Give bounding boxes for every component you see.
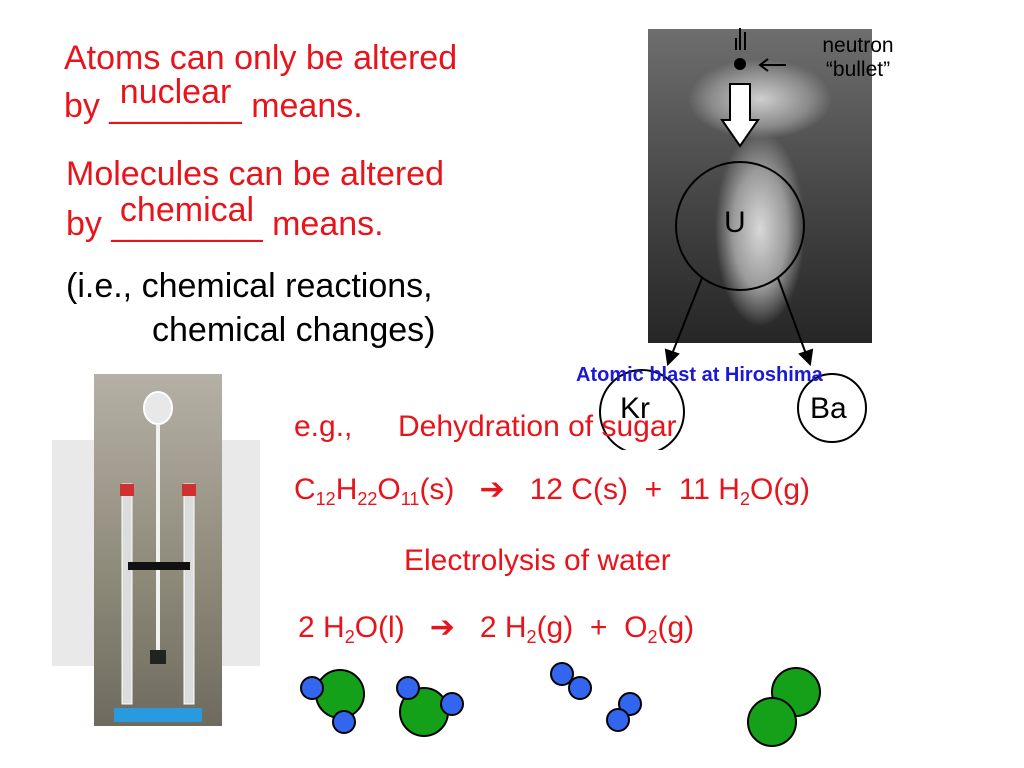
hiroshima-caption: Atomic blast at Hiroshima [576, 364, 823, 386]
reaction-arrow-icon: ➔ [479, 473, 505, 506]
barium-nucleus-icon [797, 373, 867, 443]
sugar-equation: C12H22O11(s) ➔ 12 C(s) + 11 H2O(g) [294, 473, 810, 509]
neutron-dot-icon [734, 58, 746, 70]
krypton-symbol: Kr [620, 392, 650, 425]
hydrogen-molecule-2-icon [606, 692, 642, 732]
atoms-means: means. [251, 87, 363, 125]
atoms-answer: nuclear [119, 73, 232, 111]
fission-diagram [599, 28, 867, 450]
molecules-line-2: by chemical________ means. [66, 191, 384, 244]
neutron-pointer-arrow-icon [758, 58, 786, 72]
atoms-blank: nuclear_______ [109, 73, 242, 125]
neutron-track-icon [735, 28, 746, 50]
uranium-nucleus-icon [675, 161, 805, 291]
oxygen-molecule-icon [747, 667, 821, 747]
water-molecule-2-icon [396, 676, 464, 737]
hiroshima-photo [648, 29, 872, 343]
atoms-by: by [64, 87, 100, 125]
eg-label: e.g., [294, 410, 353, 443]
krypton-nucleus-icon [599, 369, 685, 450]
neutron-label-line-1: neutron [822, 34, 894, 57]
molecules-means: means. [272, 205, 384, 243]
ie-line-2: chemical changes) [152, 311, 436, 349]
molecules-answer: chemical [119, 191, 255, 229]
atoms-line-2: by nuclear_______ means. [64, 73, 363, 126]
electrolysis-title: Electrolysis of water [404, 544, 671, 577]
barium-symbol: Ba [810, 392, 847, 425]
neutron-label: neutron “bullet” [808, 34, 908, 82]
apparatus-drawing [114, 391, 202, 722]
reaction-arrow-icon: ➔ [429, 611, 455, 644]
split-arrows-icon [664, 277, 814, 367]
down-arrow-icon [720, 83, 760, 148]
water-molecule-1-icon [300, 669, 365, 734]
molecules-illustration [300, 662, 821, 747]
molecules-line-1: Molecules can be altered [66, 155, 445, 193]
electrolysis-apparatus-photo [94, 374, 222, 726]
ie-line-1: (i.e., chemical reactions, [66, 267, 433, 305]
molecules-blank: chemical________ [111, 191, 263, 243]
molecules-by: by [66, 205, 102, 243]
water-equation: 2 H2O(l) ➔ 2 H2(g) + O2(g) [298, 611, 695, 647]
hydrogen-molecule-1-icon [550, 662, 592, 700]
atoms-line-1: Atoms can only be altered [64, 39, 458, 77]
uranium-symbol: U [724, 206, 746, 239]
neutron-label-line-2: “bullet” [825, 58, 891, 81]
dehydration-title: Dehydration of sugar [398, 410, 677, 443]
